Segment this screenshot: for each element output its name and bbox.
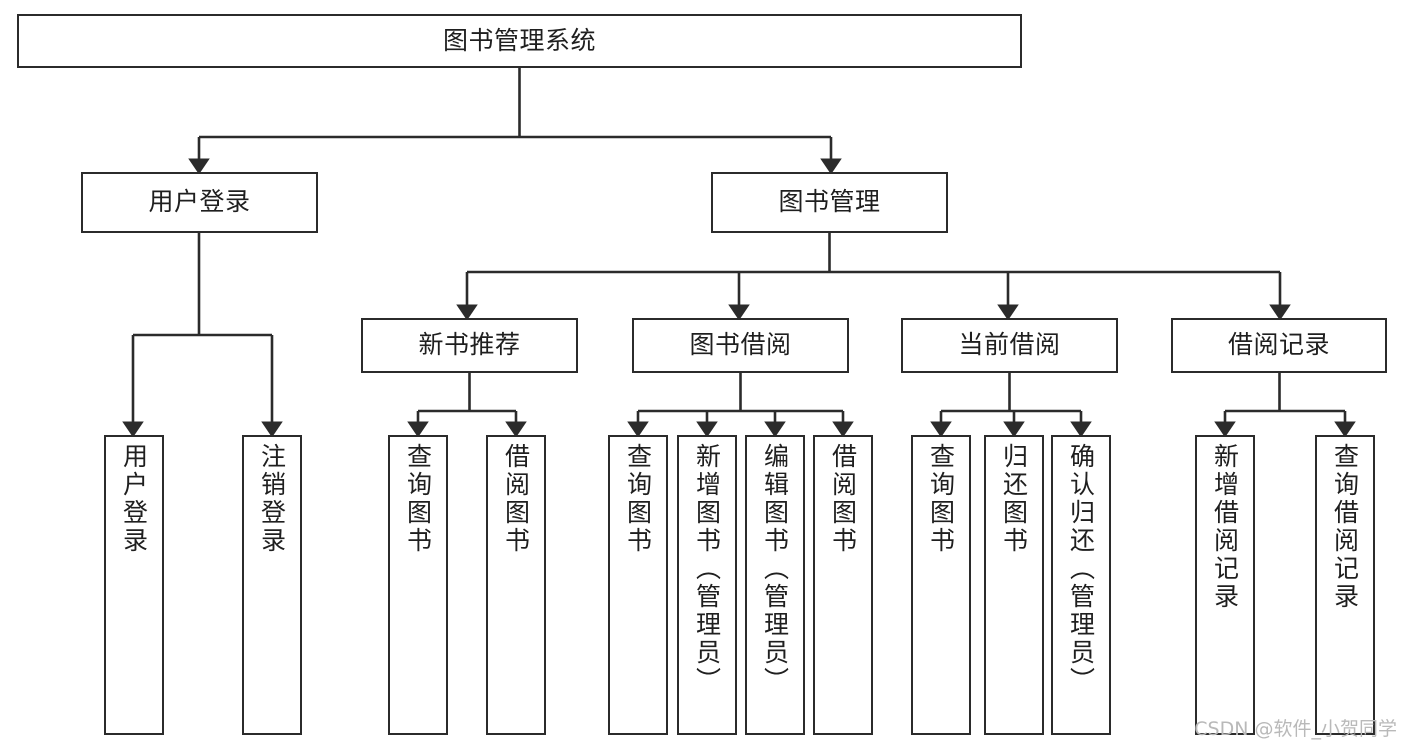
- node-borrow-record-label: 借阅记录: [1227, 330, 1330, 360]
- node-leaf-add-book[interactable]: 新增图书（管理员）: [677, 435, 737, 735]
- node-leaf-query-record[interactable]: 查询借阅记录: [1315, 435, 1375, 735]
- node-borrow-record[interactable]: 借阅记录: [1171, 318, 1387, 373]
- node-leaf-logout-label: 注销登录: [257, 443, 287, 555]
- node-current-borrow-label: 当前借阅: [958, 330, 1061, 360]
- node-leaf-add-record-label: 新增借阅记录: [1210, 443, 1240, 611]
- node-leaf-query-book-1[interactable]: 查询图书: [388, 435, 448, 735]
- node-root[interactable]: 图书管理系统: [17, 14, 1022, 68]
- node-leaf-query-book-1-label: 查询图书: [403, 443, 433, 555]
- node-leaf-borrow-book-1-label: 借阅图书: [501, 443, 531, 555]
- node-leaf-return-book-label: 归还图书: [999, 443, 1029, 555]
- node-user-login[interactable]: 用户登录: [81, 172, 318, 233]
- node-leaf-borrow-book-2-label: 借阅图书: [828, 443, 858, 555]
- node-leaf-query-record-label: 查询借阅记录: [1330, 443, 1360, 611]
- node-leaf-query-book-3-label: 查询图书: [926, 443, 956, 555]
- node-leaf-query-book-2[interactable]: 查询图书: [608, 435, 668, 735]
- node-book-borrow[interactable]: 图书借阅: [632, 318, 849, 373]
- node-new-book-rec-label: 新书推荐: [418, 330, 521, 360]
- node-leaf-edit-book[interactable]: 编辑图书（管理员）: [745, 435, 805, 735]
- node-current-borrow[interactable]: 当前借阅: [901, 318, 1118, 373]
- node-leaf-add-record[interactable]: 新增借阅记录: [1195, 435, 1255, 735]
- node-leaf-borrow-book-1[interactable]: 借阅图书: [486, 435, 546, 735]
- node-leaf-add-book-label: 新增图书（管理员）: [692, 443, 722, 695]
- node-book-manage-label: 图书管理: [778, 187, 881, 217]
- node-leaf-query-book-2-label: 查询图书: [623, 443, 653, 555]
- node-leaf-return-book[interactable]: 归还图书: [984, 435, 1044, 735]
- node-book-borrow-label: 图书借阅: [689, 330, 792, 360]
- node-leaf-borrow-book-2[interactable]: 借阅图书: [813, 435, 873, 735]
- node-book-manage[interactable]: 图书管理: [711, 172, 948, 233]
- node-leaf-confirm-return-label: 确认归还（管理员）: [1066, 443, 1096, 695]
- node-new-book-rec[interactable]: 新书推荐: [361, 318, 578, 373]
- node-leaf-user-login[interactable]: 用户登录: [104, 435, 164, 735]
- node-user-login-label: 用户登录: [148, 187, 251, 217]
- node-root-label: 图书管理系统: [442, 25, 596, 55]
- node-leaf-user-login-label: 用户登录: [119, 443, 149, 555]
- watermark-text: CSDN @软件_小贺同学: [1194, 718, 1397, 740]
- node-leaf-logout[interactable]: 注销登录: [242, 435, 302, 735]
- node-leaf-query-book-3[interactable]: 查询图书: [911, 435, 971, 735]
- node-leaf-confirm-return[interactable]: 确认归还（管理员）: [1051, 435, 1111, 735]
- node-leaf-edit-book-label: 编辑图书（管理员）: [760, 443, 790, 695]
